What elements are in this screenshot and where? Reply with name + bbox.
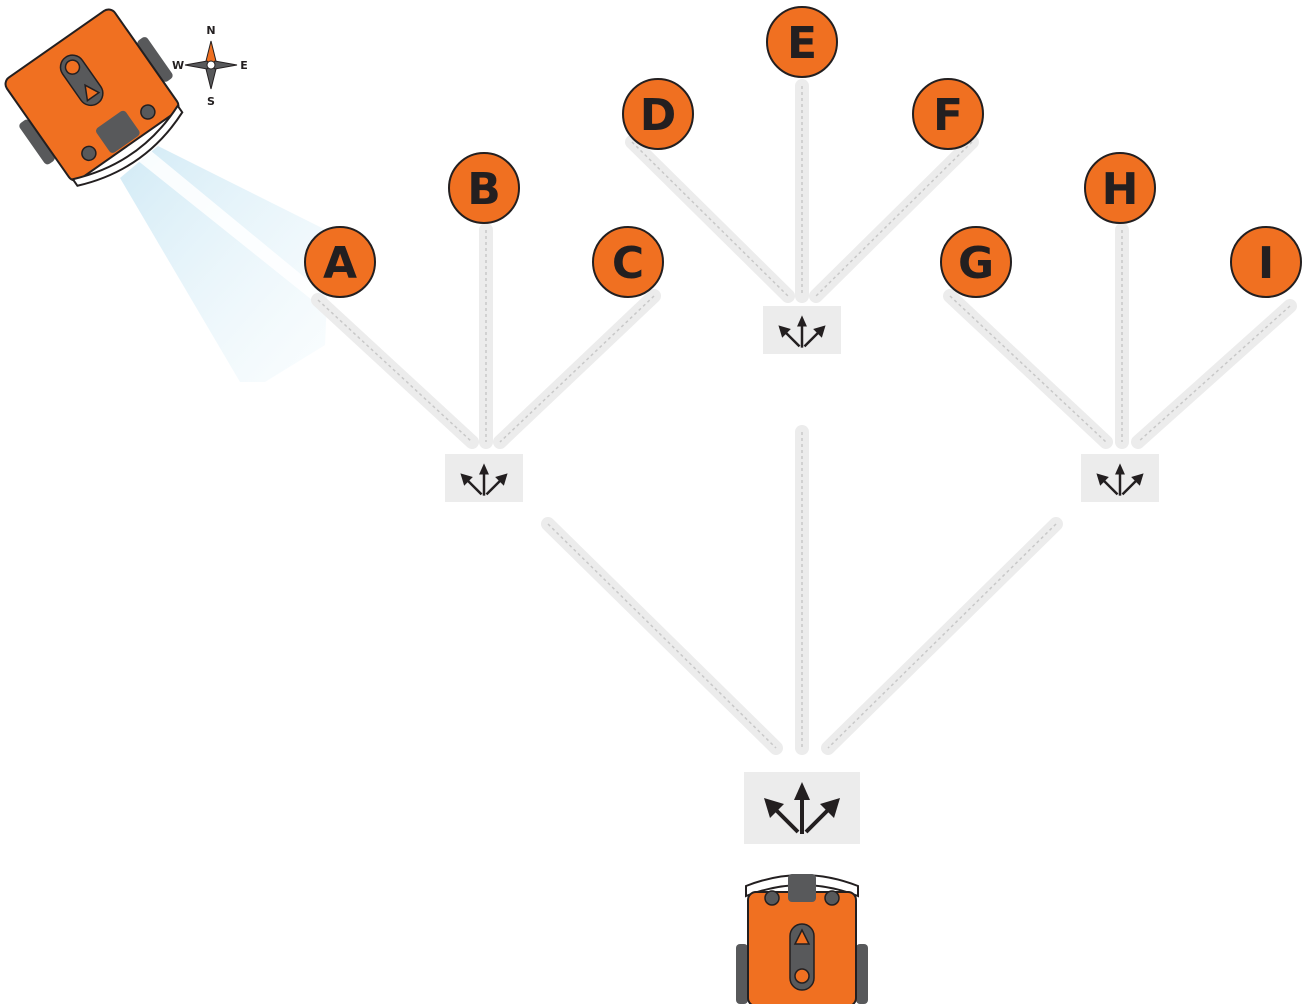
node-label: B — [467, 164, 501, 215]
node-e: E — [766, 6, 838, 78]
robot-light-right — [140, 104, 156, 120]
compass-rose: N E S W — [172, 24, 248, 108]
robot-bumper — [71, 104, 184, 187]
path-centerline — [827, 523, 1057, 749]
path-segment — [943, 289, 1113, 449]
compass-label-n: N — [206, 24, 215, 37]
node-label: D — [640, 90, 677, 141]
robot-wheel-right — [137, 37, 173, 82]
three-way-arrow-icon — [764, 782, 840, 834]
node-label: G — [958, 238, 994, 289]
node-circle — [1230, 226, 1302, 298]
node-label: C — [612, 238, 644, 289]
path-centerline — [815, 141, 973, 297]
light-beam — [120, 146, 330, 382]
junction-box — [763, 306, 841, 354]
node-label: H — [1102, 164, 1139, 215]
node-c: C — [592, 226, 664, 298]
path-centerline — [317, 299, 473, 443]
junction-box — [445, 454, 523, 502]
node-circle — [592, 226, 664, 298]
destination-nodes: A B C D E F G H I — [304, 6, 1302, 298]
node-b: B — [448, 152, 520, 224]
junctions — [445, 306, 1159, 844]
node-f: F — [912, 78, 984, 150]
robot-light-right — [824, 890, 840, 906]
node-a: A — [304, 226, 376, 298]
junction-box — [744, 772, 860, 844]
junction-box — [1081, 454, 1159, 502]
compass-label-e: E — [240, 59, 248, 72]
robot-wheel-left — [736, 944, 748, 1004]
three-way-arrow-icon — [778, 315, 826, 348]
node-circle — [940, 226, 1012, 298]
node-circle — [912, 78, 984, 150]
path-centerline — [1137, 305, 1291, 443]
robot-head — [96, 110, 140, 153]
robot-wheel-right — [856, 944, 868, 1004]
node-label: A — [323, 238, 357, 289]
compass-label-w: W — [172, 59, 184, 72]
path-tracks — [311, 79, 1297, 755]
path-centerline — [631, 141, 789, 297]
node-circle — [304, 226, 376, 298]
node-circle — [1084, 152, 1156, 224]
node-i: I — [1230, 226, 1302, 298]
node-label: F — [933, 90, 963, 141]
path-centerline — [499, 295, 655, 443]
robot-light-left — [764, 890, 780, 906]
robot-light-left — [81, 145, 97, 162]
robot-top-left — [4, 8, 184, 187]
node-circle — [448, 152, 520, 224]
three-way-arrow-icon — [1096, 463, 1144, 496]
node-h: H — [1084, 152, 1156, 224]
robot-wheel-left — [19, 119, 55, 165]
node-label: E — [787, 18, 817, 69]
node-label: I — [1258, 238, 1274, 289]
robot-bottom — [736, 874, 868, 1004]
compass-label-s: S — [207, 95, 215, 108]
path-centerline — [547, 523, 777, 749]
node-g: G — [940, 226, 1012, 298]
node-d: D — [622, 78, 694, 150]
robot-bumper — [745, 874, 859, 898]
robot-head — [788, 874, 816, 902]
node-circle — [766, 6, 838, 78]
node-circle — [622, 78, 694, 150]
three-way-arrow-icon — [460, 463, 508, 496]
